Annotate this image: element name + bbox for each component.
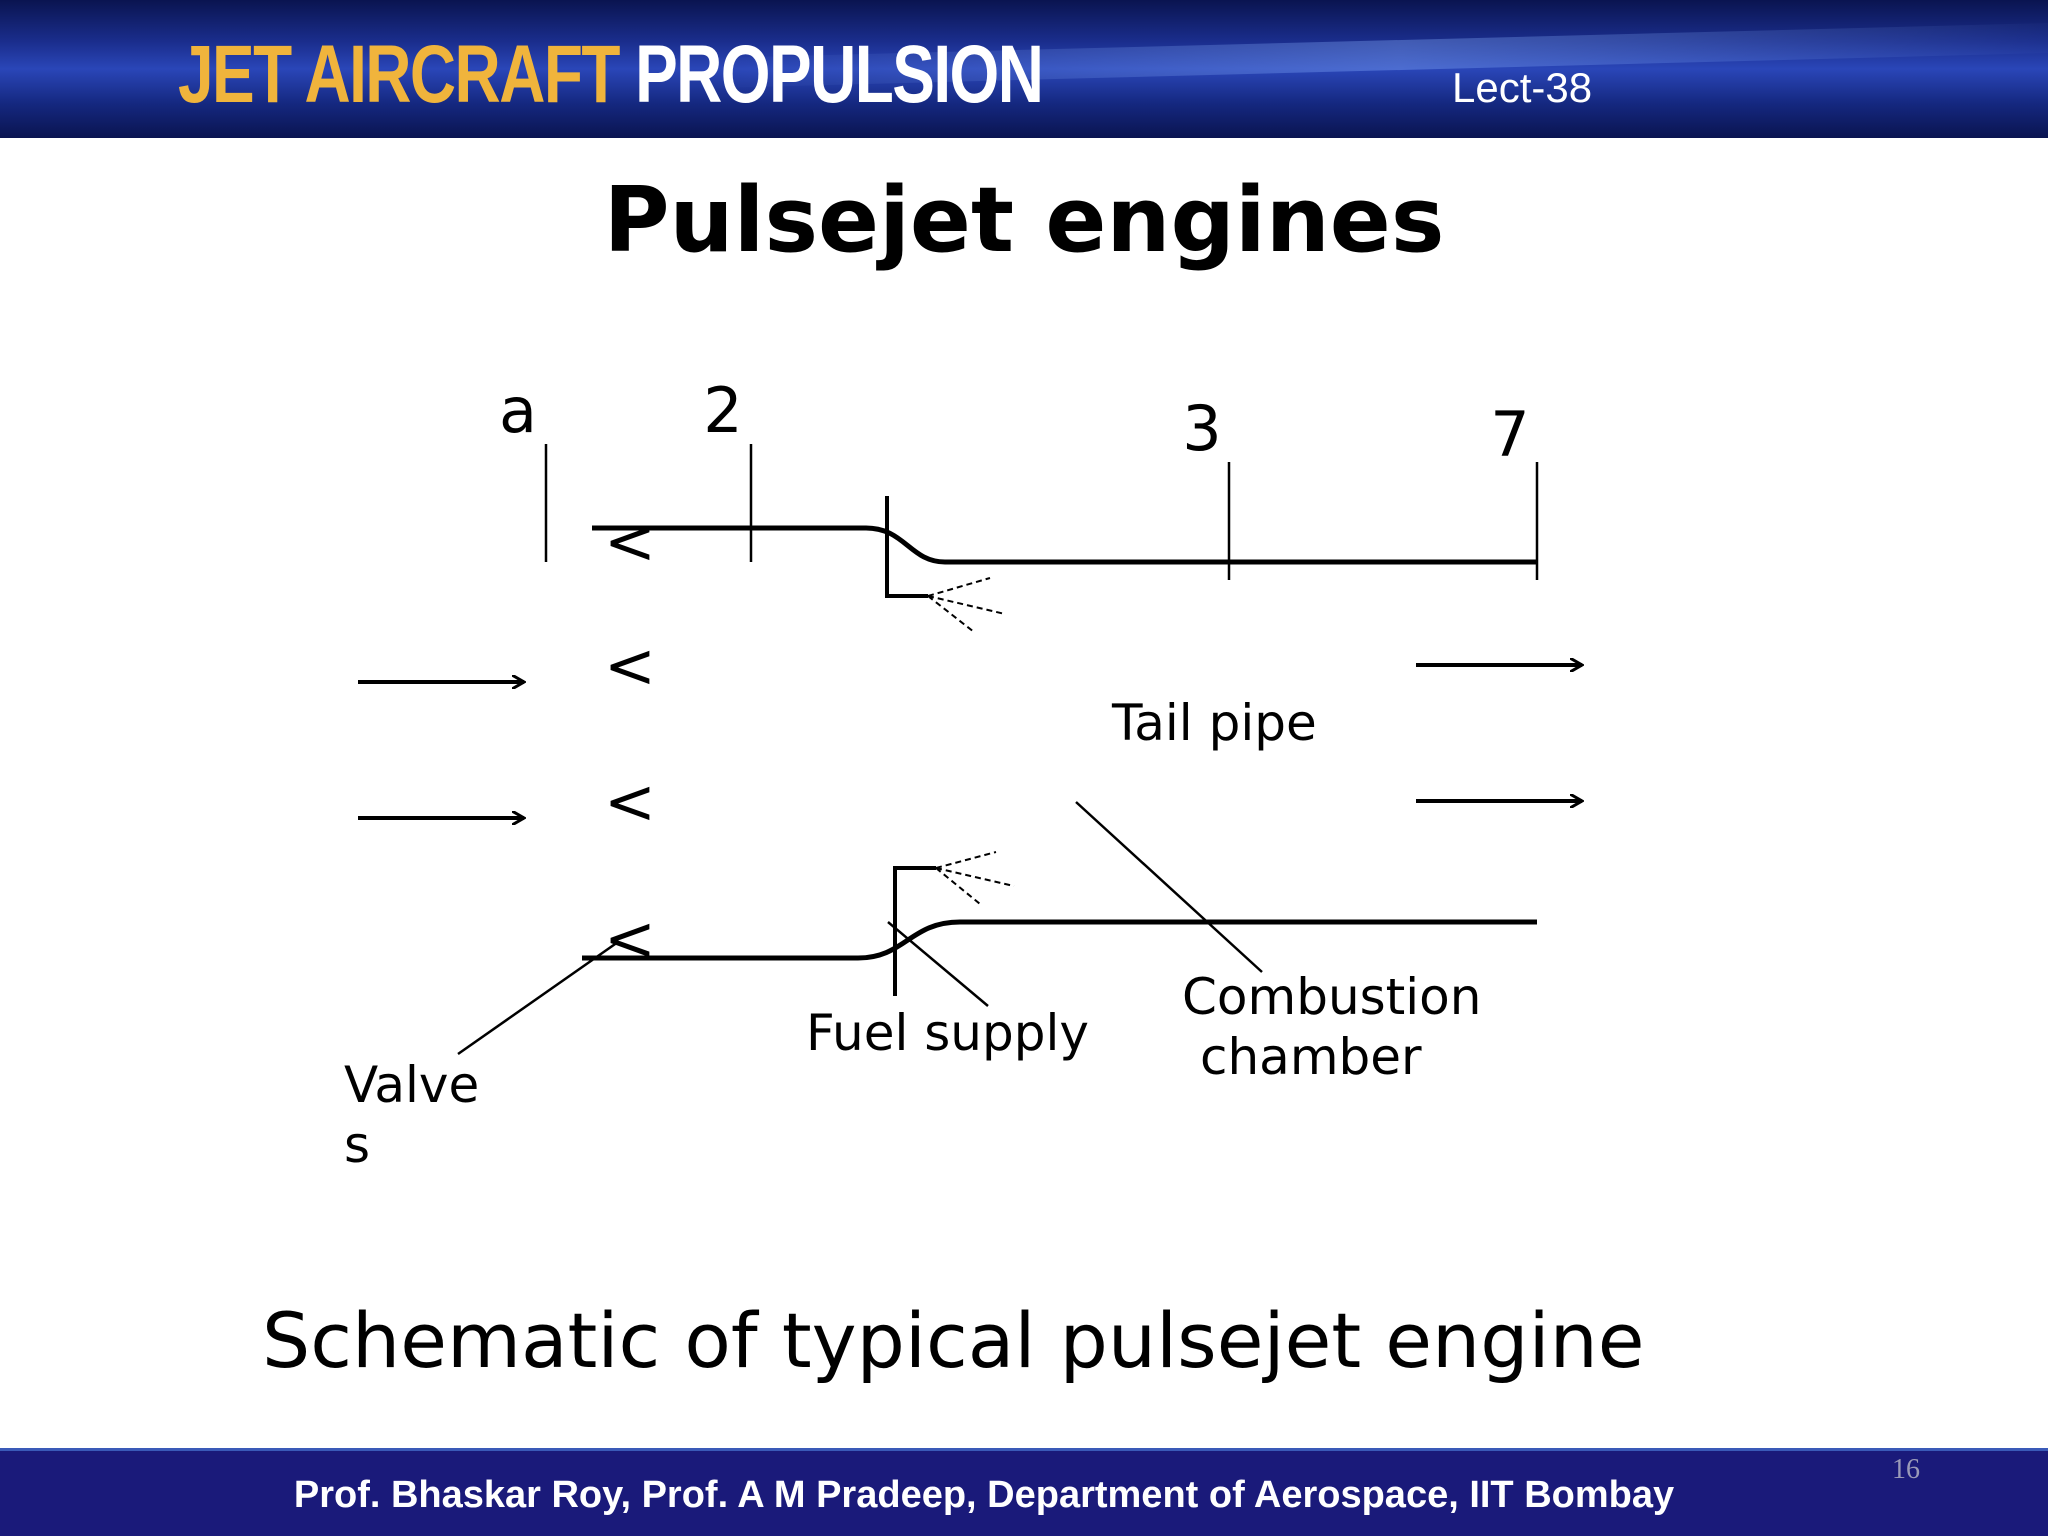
- footer-credits: Prof. Bhaskar Roy, Prof. A M Pradeep, De…: [293, 1474, 1675, 1516]
- valve-2: <: [604, 629, 656, 702]
- station-label-3: 3: [1182, 392, 1221, 465]
- upper-fuel-injector: [885, 496, 928, 598]
- slide-caption: Schematic of typical pulsejet engine: [262, 1296, 1645, 1385]
- combustion-leader: [1075, 801, 1263, 973]
- brand-part1: JET AIRCRAFT: [178, 29, 620, 120]
- lecture-number: Lect-38: [1452, 64, 1593, 111]
- page-number: 16: [1892, 1454, 1920, 1485]
- valves-leader: [457, 940, 619, 1056]
- lower-wall: [582, 919, 1537, 961]
- brand-logo: JET AIRCRAFT PROPULSION: [178, 29, 1044, 120]
- upper-wall: [592, 525, 1537, 565]
- brand-part2: PROPULSION: [635, 29, 1044, 120]
- valve-4: <: [604, 902, 656, 975]
- lower-fuel-spray: [935, 851, 1015, 905]
- valves-label-line2: s: [344, 1116, 370, 1174]
- footer-bar: [0, 1448, 2048, 1536]
- valve-3: <: [604, 765, 656, 838]
- fuel-supply-label: Fuel supply: [806, 1004, 1089, 1062]
- fuel-supply-leader: [887, 921, 989, 1007]
- station-label-a: a: [499, 374, 537, 447]
- tail-pipe-label: Tail pipe: [1111, 694, 1317, 752]
- valve-1: <: [604, 505, 656, 578]
- lower-fuel-injector: [893, 866, 936, 996]
- combustion-label-line2: chamber: [1200, 1028, 1422, 1086]
- slide-title: Pulsejet engines: [603, 168, 1445, 273]
- valves-label-line1: Valve: [344, 1056, 479, 1114]
- combustion-label-line1: Combustion: [1182, 968, 1481, 1026]
- header-banner: [0, 0, 2048, 138]
- upper-fuel-spray: [927, 577, 1006, 633]
- station-label-2: 2: [703, 374, 742, 447]
- station-label-7: 7: [1490, 398, 1529, 471]
